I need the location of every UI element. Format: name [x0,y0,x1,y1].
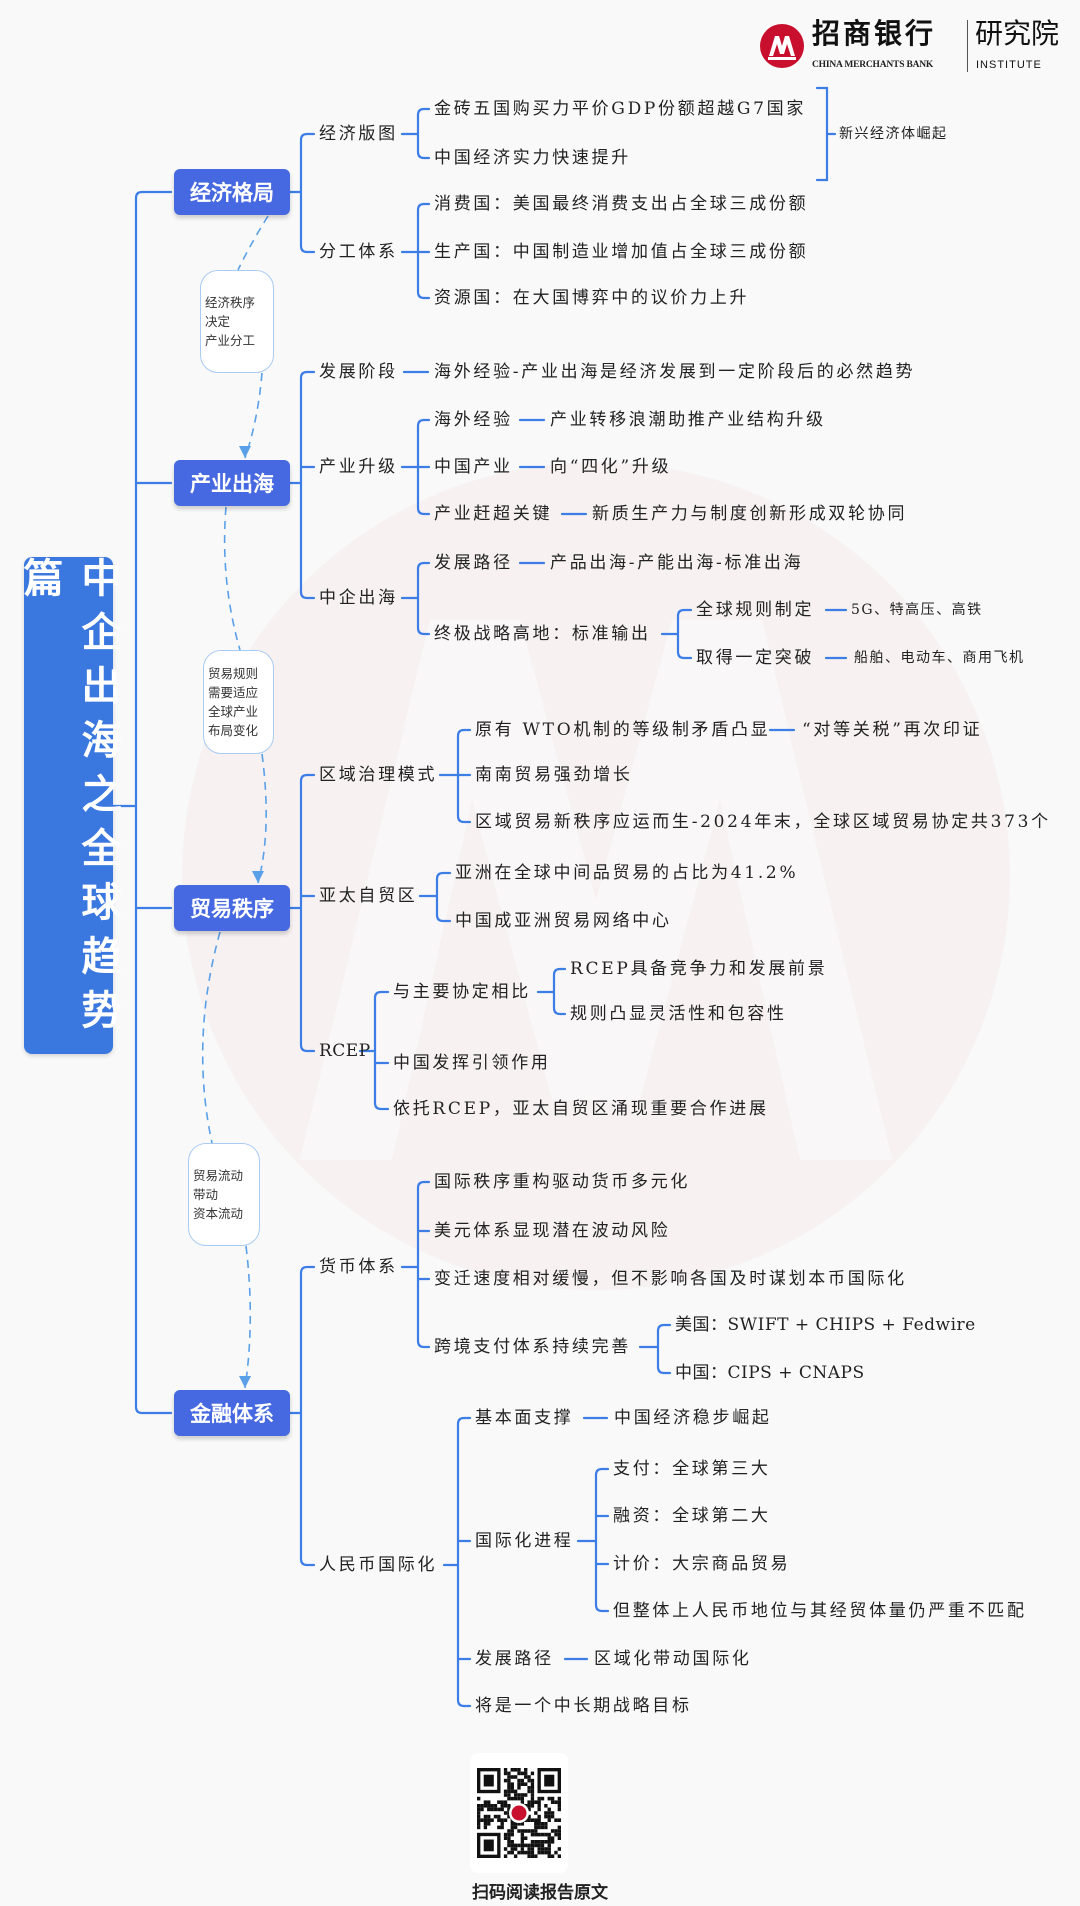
leaf-node: 终极战略高地：标准输出 [434,624,651,644]
leaf-node: 融资：全球第二大 [613,1506,771,1526]
qr-code-icon [477,1768,561,1858]
leaf-node: 生产国：中国制造业增加值占全球三成份额 [434,242,809,262]
institute-name: 研究院 [975,18,1060,49]
category-node[interactable]: 产业出海 [174,460,290,506]
leaf-node: 与主要协定相比 [393,982,531,1002]
leaf-node: 亚洲在全球中间品贸易的占比为41.2% [455,863,799,883]
bank-name: 招商银行 [812,18,937,49]
leaf-node: 取得一定突破 [696,648,815,668]
leaf-node: 区域贸易新秩序应运而生-2024年末，全球区域贸易协定共373个 [475,812,1051,832]
branch-node: 分工体系 [319,242,398,262]
leaf-node: 5G、特高压、高铁 [851,602,983,618]
branch-node: 发展阶段 [319,362,398,382]
leaf-node: 美国：SWIFT + CHIPS + Fedwire [675,1315,976,1335]
cmb-logo-icon [760,24,804,68]
leaf-node: 美元体系显现潜在波动风险 [434,1221,671,1241]
leaf-node: 发展路径 [434,553,513,573]
leaf-node: 资源国：在大国博弈中的议价力上升 [434,288,750,308]
leaf-node: 中国经济实力快速提升 [434,148,631,168]
leaf-node: 产品出海-产能出海-标准出海 [550,553,804,573]
leaf-node: 基本面支撑 [475,1408,574,1428]
branch-node: 经济版图 [319,124,398,144]
category-node[interactable]: 经济格局 [174,169,290,215]
leaf-node: 产业赶超关键 [434,504,553,524]
leaf-node: 变迁速度相对缓慢，但不影响各国及时谋划本币国际化 [434,1269,907,1289]
cmb-institute-logo: 招商银行 CHINA MERCHANTS BANK 研究院 INSTITUTE [760,18,1060,74]
leaf-node: 中国成亚洲贸易网络中心 [455,911,672,931]
leaf-node: 发展路径 [475,1649,554,1669]
bank-name-en: CHINA MERCHANTS BANK [812,60,934,70]
branch-node: 人民币国际化 [319,1555,438,1575]
leaf-node: 国际化进程 [475,1531,574,1551]
relation-callout: 贸易流动 带动 资本流动 [188,1143,260,1246]
relation-callout: 经济秩序 决定 产业分工 [200,270,274,373]
leaf-node: 全球规则制定 [696,600,815,620]
branch-node: 中企出海 [319,588,398,608]
qr-caption: 扫码阅读报告原文 [472,1883,608,1903]
leaf-node: 消费国：美国最终消费支出占全球三成份额 [434,194,809,214]
leaf-node: 海外经验-产业出海是经济发展到一定阶段后的必然趋势 [434,362,916,382]
leaf-node: 支付：全球第三大 [613,1459,771,1479]
leaf-node: 金砖五国购买力平价GDP份额超越G7国家 [434,99,807,119]
leaf-node: 计价：大宗商品贸易 [613,1554,791,1574]
leaf-node: 规则凸显灵活性和包容性 [570,1004,787,1024]
relation-callout: 贸易规则 需要适应 全球产业 布局变化 [203,650,274,754]
leaf-node: 原有 WTO机制的等级制矛盾凸显 [475,720,771,740]
leaf-node: 向“四化”升级 [550,457,672,477]
root-title: 中企出海之全球趋势篇 [17,557,120,1043]
leaf-node: 新质生产力与制度创新形成双轮协同 [592,504,908,524]
leaf-node: 中国：CIPS + CNAPS [675,1363,865,1383]
branch-node: 产业升级 [319,457,398,477]
leaf-node: “对等关税”再次印证 [802,720,983,740]
branch-node: RCEP [319,1041,371,1061]
root-title-node: 中企出海之全球趋势篇 [18,557,120,1054]
branch-node: 货币体系 [319,1257,398,1277]
leaf-node: 依托RCEP，亚太自贸区涌现重要合作进展 [393,1099,769,1119]
logo-divider [967,20,968,72]
leaf-node: 国际秩序重构驱动货币多元化 [434,1172,691,1192]
leaf-node: 区域化带动国际化 [594,1649,752,1669]
category-node[interactable]: 贸易秩序 [174,885,290,931]
leaf-node: 但整体上人民币地位与其经贸体量仍严重不匹配 [613,1601,1027,1621]
institute-name-en: INSTITUTE [976,59,1042,71]
leaf-node: 海外经验 [434,410,513,430]
summary-node: 新兴经济体崛起 [839,126,948,142]
leaf-node: 产业转移浪潮助推产业结构升级 [550,410,826,430]
branch-node: 区域治理模式 [319,765,438,785]
leaf-node: 南南贸易强劲增长 [475,765,633,785]
leaf-node: 将是一个中长期战略目标 [475,1696,692,1716]
branch-node: 亚太自贸区 [319,886,418,906]
leaf-node: 中国发挥引领作用 [393,1053,551,1073]
leaf-node: 中国经济稳步崛起 [614,1408,772,1428]
leaf-node: RCEP具备竞争力和发展前景 [570,959,828,979]
leaf-node: 跨境支付体系持续完善 [434,1337,631,1357]
leaf-node: 中国产业 [434,457,513,477]
qr-code[interactable] [470,1753,568,1873]
category-node[interactable]: 金融体系 [174,1390,290,1436]
leaf-node: 船舶、电动车、商用飞机 [854,650,1025,666]
